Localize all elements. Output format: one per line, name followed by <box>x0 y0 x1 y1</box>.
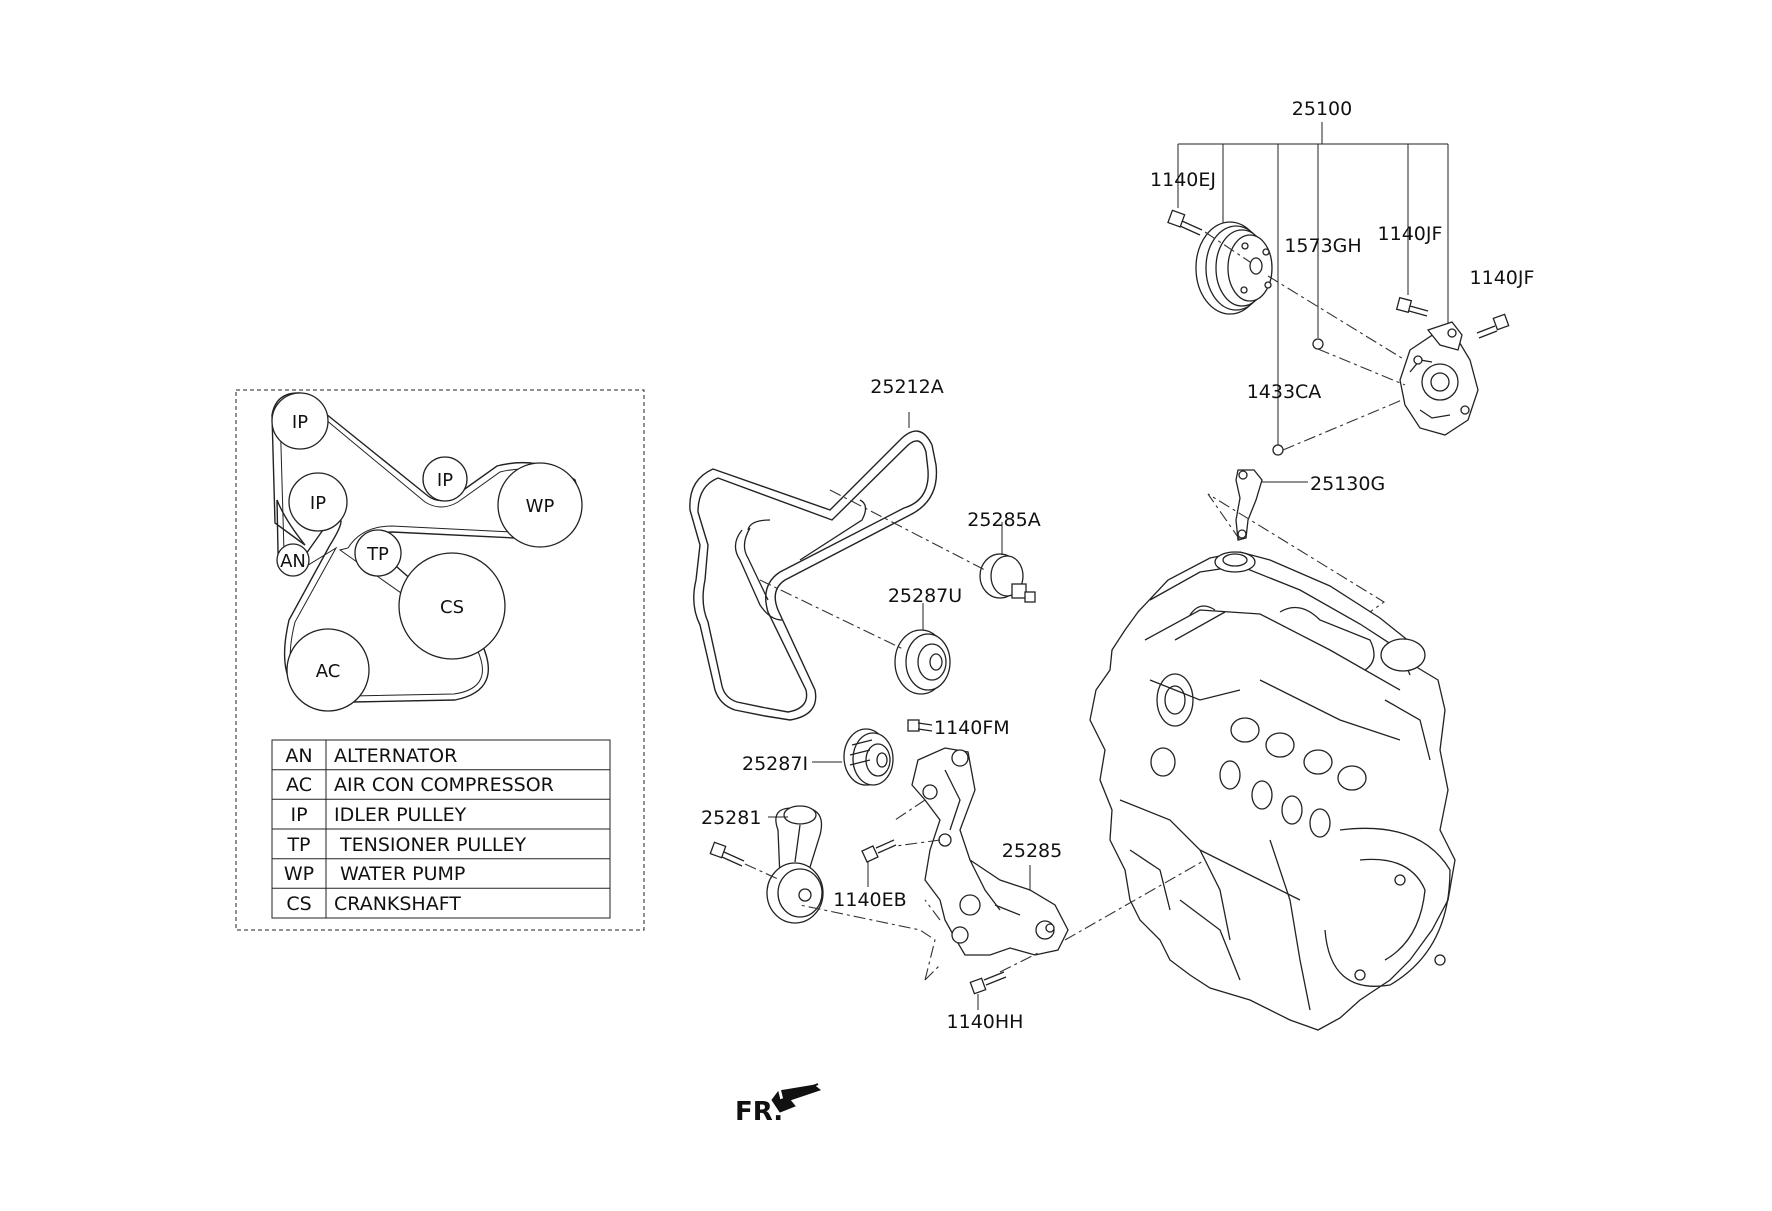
legend-name-wp: WATER PUMP <box>334 863 465 885</box>
callout-1140eb: 1140EB <box>833 889 906 911</box>
bolt-1140fm <box>907 719 933 732</box>
callout-25285: 25285 <box>1002 840 1062 862</box>
pulley-cs <box>398 552 506 660</box>
bolt-1140hh <box>969 971 1007 1010</box>
inset-frame <box>235 389 645 931</box>
callout-25285a: 25285A <box>967 509 1040 531</box>
legend-code-wp: WP <box>284 863 314 885</box>
callout-25212a: 25212A <box>870 376 943 398</box>
callout-1140jf-a: 1140JF <box>1378 223 1443 245</box>
dowel-1573gh <box>1312 338 1324 350</box>
pulley-ip-mid <box>422 456 468 502</box>
dowel-1433ca <box>1272 444 1284 456</box>
bolt-1140ej <box>1167 209 1203 236</box>
pulley-cs-label: CS <box>440 597 464 618</box>
legend-name-ac: AIR CON COMPRESSOR <box>334 774 554 796</box>
legend-code-ac: AC <box>286 774 312 796</box>
callout-1140jf-b: 1140JF <box>1470 267 1535 289</box>
pulley-ip-top <box>271 392 329 450</box>
pulley-ip-mid-label: IP <box>437 470 453 491</box>
legend-table: AN ALTERNATOR AC AIR CON COMPRESSOR IP I… <box>271 739 611 919</box>
idler-25285a <box>979 522 1036 603</box>
callout-1573gh: 1573GH <box>1284 235 1361 257</box>
pulley-wp <box>497 462 583 548</box>
legend-name-an: ALTERNATOR <box>334 745 457 767</box>
legend-code-tp: TP <box>286 834 310 856</box>
callout-25100: 25100 <box>1292 98 1352 120</box>
water-pump-body <box>1399 321 1479 436</box>
callout-1140hh: 1140HH <box>947 1011 1024 1033</box>
pulley-ip-top-label: IP <box>292 412 308 433</box>
pulley-an <box>276 543 310 577</box>
bracket-25285 <box>911 747 1069 956</box>
idler-25287u <box>894 603 951 695</box>
front-arrow-icon <box>771 1083 822 1113</box>
callout-25281: 25281 <box>701 807 761 829</box>
bolt-tensioner <box>709 841 745 867</box>
legend-code-ip: IP <box>290 804 307 826</box>
front-marker-label: FR. <box>735 1097 783 1127</box>
callout-1433ca: 1433CA <box>1247 381 1322 403</box>
engine-block <box>1089 551 1456 1031</box>
water-pump-group <box>1167 122 1510 613</box>
drive-belt-25212a <box>689 412 938 721</box>
bolt-1140jf-b <box>1476 313 1510 339</box>
legend-name-ip: IDLER PULLEY <box>334 804 467 826</box>
pulley-ip-left-label: IP <box>310 493 326 514</box>
bolt-1140jf-a <box>1395 296 1429 317</box>
callout-25130g: 25130G <box>1310 473 1385 495</box>
pulley-ac-label: AC <box>316 661 341 682</box>
belt-routing-inset: IP IP WP IP AN TP CS AC AN ALTERNATOR AC… <box>235 389 645 931</box>
pulley-ip-left <box>288 472 348 532</box>
pulley-tp <box>354 529 402 577</box>
callout-25287i: 25287I <box>742 753 808 775</box>
callout-1140fm: 1140FM <box>934 717 1010 739</box>
legend-name-cs: CRANKSHAFT <box>334 893 461 915</box>
pulley-ac <box>286 628 370 712</box>
callout-1140ej: 1140EJ <box>1150 169 1216 191</box>
pulley-an-label: AN <box>280 551 306 572</box>
water-pump-pulley <box>1195 221 1273 315</box>
bolt-1140eb <box>861 839 897 887</box>
idler-25287i <box>812 728 894 786</box>
callout-25287u: 25287U <box>888 585 962 607</box>
gasket-25130g <box>1235 469 1263 541</box>
legend-code-an: AN <box>285 745 312 767</box>
tensioner-25281 <box>766 805 824 924</box>
pulley-wp-label: WP <box>526 496 555 517</box>
legend-code-cs: CS <box>286 893 311 915</box>
pulley-tp-label: TP <box>366 544 389 565</box>
legend-name-tp: TENSIONER PULLEY <box>334 834 526 856</box>
